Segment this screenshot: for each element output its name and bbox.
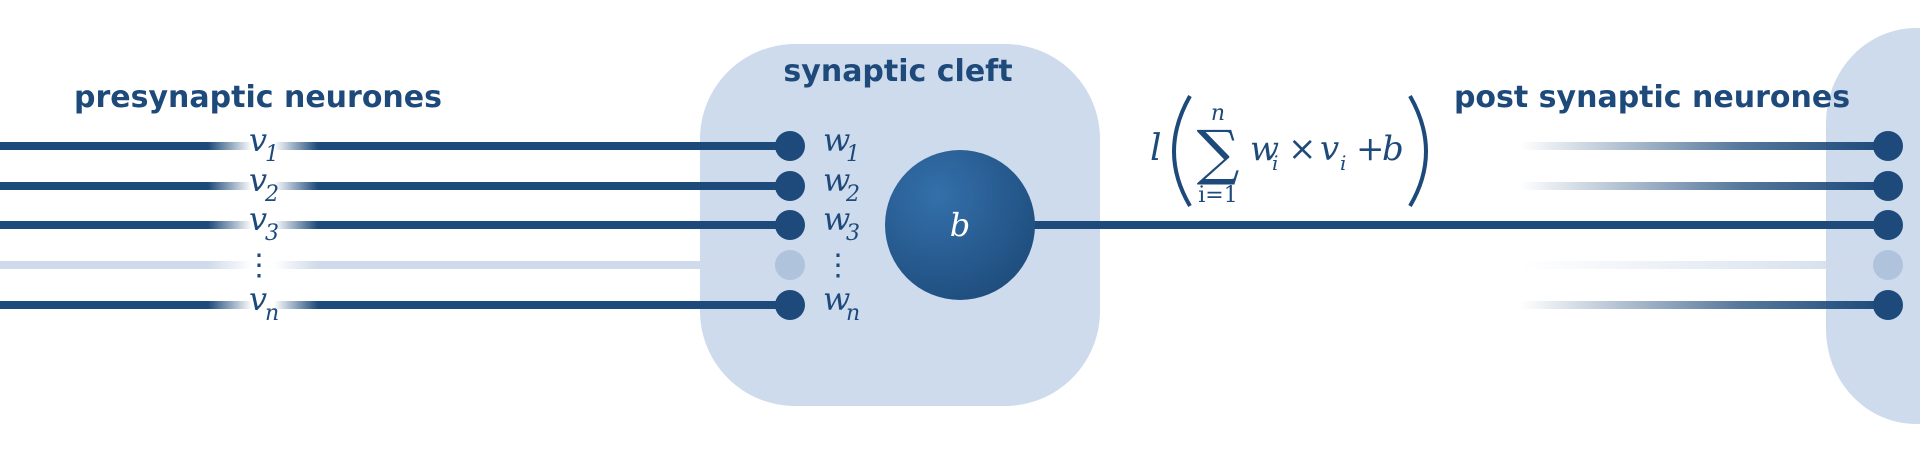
input-symbol: v xyxy=(249,121,267,159)
postsynaptic-title: post synaptic neurones xyxy=(1454,80,1850,115)
input-subscript: 2 xyxy=(264,182,279,207)
input-subscript: n xyxy=(265,301,279,326)
input-symbol: v xyxy=(249,280,267,318)
formula-function: l xyxy=(1150,128,1162,169)
formula-times: × xyxy=(1288,129,1317,169)
input-label-gap xyxy=(208,297,318,313)
weight-symbol: w xyxy=(823,161,850,199)
formula-w: w xyxy=(1250,129,1279,169)
input-label-gap xyxy=(208,138,318,154)
formula-b: b xyxy=(1382,129,1404,169)
formula-plus: + xyxy=(1356,129,1385,169)
formula-v: v xyxy=(1320,129,1339,169)
synapse-dot xyxy=(775,210,805,240)
bias-label: b xyxy=(950,206,970,244)
weight-symbol: w xyxy=(823,280,850,318)
synapse-dot xyxy=(775,250,805,280)
formula-lower-limit: i=1 xyxy=(1198,183,1237,208)
input-label-gap xyxy=(208,217,318,233)
postsynaptic-dot xyxy=(1873,171,1903,201)
input-symbol: v xyxy=(249,161,267,199)
output-lines xyxy=(1520,131,1903,320)
weight-symbol: w xyxy=(823,200,850,238)
synapse-dot xyxy=(775,290,805,320)
synapse-dot xyxy=(775,131,805,161)
formula-w-sub: i xyxy=(1272,151,1278,175)
bias-node xyxy=(885,150,1035,300)
postsynaptic-dot xyxy=(1873,210,1903,240)
input-ellipsis: ⋮ xyxy=(244,248,274,283)
weight-subscript: 1 xyxy=(846,142,860,167)
weight-subscript: 2 xyxy=(845,182,860,207)
synapse-dot xyxy=(775,171,805,201)
weight-ellipsis: ⋮ xyxy=(823,248,853,283)
input-label-gap xyxy=(208,178,318,194)
formula-upper-limit: n xyxy=(1211,101,1225,126)
formula-sum-symbol: ∑ xyxy=(1197,118,1240,188)
input-symbol: v xyxy=(249,200,267,238)
postsynaptic-dot xyxy=(1873,131,1903,161)
synaptic-cleft-title: synaptic cleft xyxy=(783,54,1012,89)
formula-right-paren xyxy=(1408,95,1428,208)
formula-v-sub: i xyxy=(1340,151,1346,175)
postsynaptic-dot xyxy=(1873,290,1903,320)
input-lines xyxy=(0,131,805,320)
input-subscript: 3 xyxy=(265,221,279,246)
presynaptic-title: presynaptic neurones xyxy=(74,80,442,115)
input-label-gap xyxy=(208,257,318,273)
weight-subscript: n xyxy=(846,301,860,326)
formula-left-paren xyxy=(1172,95,1192,208)
weight-subscript: 3 xyxy=(846,221,860,246)
weight-symbol: w xyxy=(823,121,850,159)
input-subscript: 1 xyxy=(265,142,279,167)
postsynaptic-dot xyxy=(1873,250,1903,280)
activation-formula: l n ∑ i=1 w i × v i + b xyxy=(1150,95,1428,208)
